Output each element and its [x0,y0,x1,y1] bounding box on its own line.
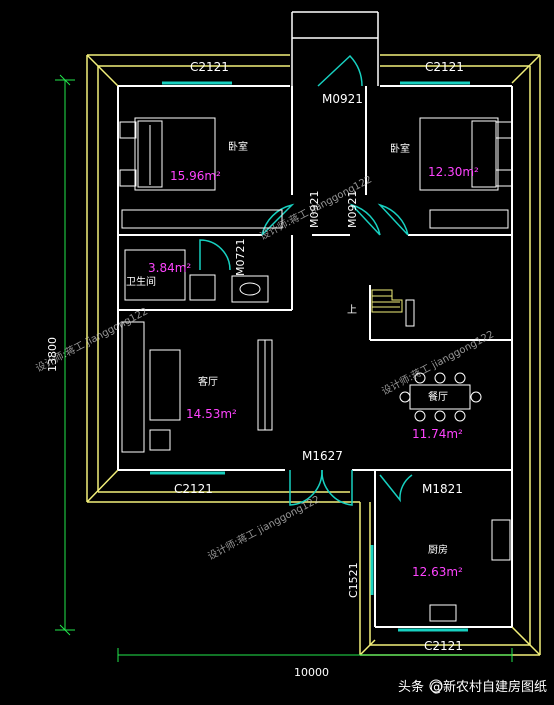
room-name-dining: 餐厅 [428,390,448,403]
dimension-height: 13800 [46,337,59,372]
window-label-kitchen-bottom: C2121 [424,639,463,653]
door-label-top-entry: M0921 [322,92,363,106]
windows [150,81,470,632]
door-label-left-bedroom: M0921 [308,191,321,229]
stair [371,289,415,327]
room-area-bedroom-left: 15.96m² [170,169,221,183]
dimension-lines [55,74,513,662]
watermark-4: 设计师:蒋工 jianggong122 [205,492,322,562]
door-label-main: M1627 [302,449,343,463]
door-label-bathroom: M0721 [234,239,247,277]
room-name-bedroom-left: 卧室 [228,140,248,153]
footer-account: @新农村自建房图纸 [430,679,547,695]
room-area-bathroom: 3.84m² [148,261,191,275]
room-name-bedroom-right: 卧室 [390,142,410,155]
room-name-bathroom: 卫生间 [126,275,156,288]
doors [199,54,413,506]
door-label-kitchen: M1821 [422,482,463,496]
door-label-right-bedroom: M0921 [346,191,359,229]
stair-label: 上 [347,304,357,316]
footer-source: 头条 [398,679,424,695]
room-name-kitchen: 厨房 [428,543,448,556]
room-name-living: 客厅 [198,375,218,388]
room-area-dining: 11.74m² [412,427,463,441]
window-label-top-left: C2121 [190,60,229,74]
watermark-3: 设计师:蒋工 jianggong122 [379,327,496,397]
furniture [119,117,513,622]
room-area-living: 14.53m² [186,407,237,421]
window-label-kitchen-side: C1521 [347,562,360,598]
account-avatar-icon [429,679,443,693]
entry-porch [291,11,379,86]
room-area-kitchen: 12.63m² [412,565,463,579]
dimension-width: 10000 [294,666,329,679]
window-label-top-right: C2121 [425,60,464,74]
outer-outline [86,54,541,656]
window-label-bottom-left: C2121 [174,482,213,496]
room-area-bedroom-right: 12.30m² [428,165,479,179]
